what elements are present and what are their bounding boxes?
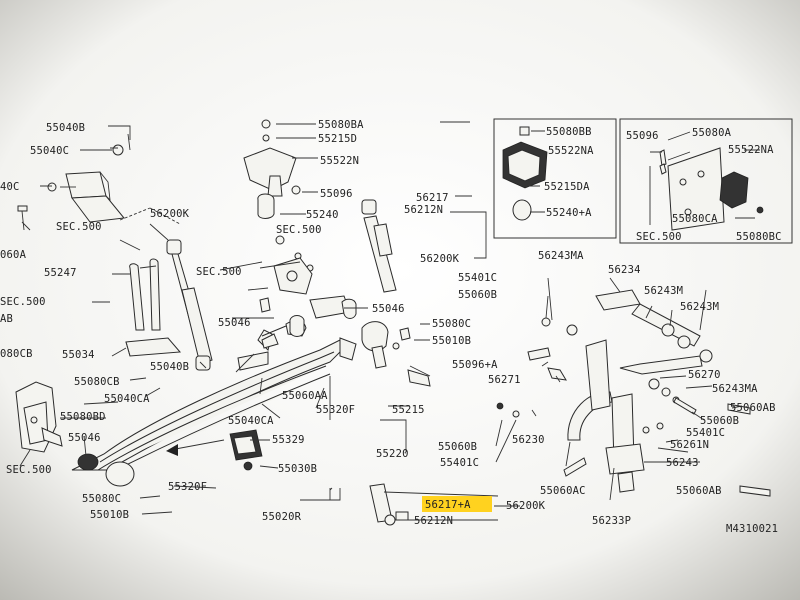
spring-seat-left xyxy=(125,337,182,357)
label-55320f-b: 55320F xyxy=(168,481,207,493)
label-56212n-low: 56212N xyxy=(414,515,453,527)
label-55046-a: 55046 xyxy=(68,432,101,444)
label-56271: 56271 xyxy=(488,374,521,386)
label-55320f-a: 55320F xyxy=(316,404,355,416)
label-55034: 55034 xyxy=(62,349,95,361)
center-bolt-arrow xyxy=(166,439,225,456)
label-sec500-d: SEC.500 xyxy=(276,224,322,236)
label-55080a: 55080A xyxy=(692,127,732,139)
label-55060ab-a: 55060AB xyxy=(730,402,776,414)
label-56217-a-highlighted: 56217+A xyxy=(425,499,471,511)
label-55240-a: 55240+A xyxy=(546,207,592,219)
label-55240: 55240 xyxy=(306,209,339,221)
label-080cb: 080CB xyxy=(0,348,33,360)
label-55020r: 55020R xyxy=(262,511,302,523)
u-bolt-left xyxy=(129,258,161,331)
shock-absorber-left xyxy=(166,239,213,371)
label-55010b-left: 55010B xyxy=(90,509,129,521)
label-sec500-f: SEC.500 xyxy=(636,231,682,243)
label-55060ab-b: 55060AB xyxy=(676,485,722,497)
label-ab: AB xyxy=(0,313,13,325)
stabilizer-bar xyxy=(496,289,771,497)
label-sec500-e: SEC.500 xyxy=(196,266,242,278)
label-55080cb: 55080CB xyxy=(74,376,120,388)
label-55080bd: 55080BD xyxy=(60,411,106,423)
label-55046-b: 55046 xyxy=(372,303,405,315)
spring-pin-bracket-mid xyxy=(259,235,357,349)
label-55040c: 55040C xyxy=(30,145,69,157)
label-sec500-b: SEC.500 xyxy=(0,296,46,308)
label-55040b-mid: 55040B xyxy=(150,361,189,373)
shackle-link-55215 xyxy=(361,321,431,387)
diagram-code: M4310021 xyxy=(726,523,778,535)
label-55401c-mid: 55401C xyxy=(440,457,479,469)
shock-absorber-mid xyxy=(361,199,397,293)
label-55060b-mid: 55060B xyxy=(438,441,477,453)
label-56243ma-b: 56243MA xyxy=(712,383,758,395)
label-55215d: 55215D xyxy=(318,133,357,145)
label-56200k-left: 56200K xyxy=(150,208,190,220)
label-55060ac: 55060AC xyxy=(540,485,586,497)
label-55329: 55329 xyxy=(272,434,305,446)
label-55040ca-mid: 55040CA xyxy=(228,415,274,427)
label-55522na-b: 55522NA xyxy=(728,144,774,156)
spring-bumper-block xyxy=(229,429,263,471)
label-55220: 55220 xyxy=(376,448,409,460)
label-55096-a: 55096 xyxy=(320,188,353,200)
label-56217: 56217 xyxy=(416,192,449,204)
label-56200k-low: 56200K xyxy=(506,500,546,512)
label-55096-a-plus: 55096+A xyxy=(452,359,498,371)
leaf-spring-main xyxy=(71,339,347,487)
label-55215da: 55215DA xyxy=(544,181,590,193)
label-40c: 40C xyxy=(0,181,20,193)
label-56261n: 56261N xyxy=(670,439,709,451)
label-55060b-right: 55060B xyxy=(458,289,497,301)
label-sec500-c: SEC.500 xyxy=(6,464,52,476)
label-55215: 55215 xyxy=(392,404,425,416)
label-56212n: 56212N xyxy=(404,204,443,216)
label-55030b: 55030B xyxy=(278,463,317,475)
inset-box-front-bracket xyxy=(493,118,617,239)
label-55522n: 55522N xyxy=(320,155,359,167)
label-56200k-mid: 56200K xyxy=(420,253,460,265)
label-55080ba: 55080BA xyxy=(318,119,364,131)
label-55080ca: 55080CA xyxy=(672,213,718,225)
highlight-56217-a xyxy=(422,496,492,512)
label-56233p: 56233P xyxy=(592,515,631,527)
label-55046-c: 55046 xyxy=(218,317,251,329)
frame-rail-left xyxy=(17,125,131,231)
label-55522na: 55522NA xyxy=(548,145,594,157)
label-56243m-a: 56243M xyxy=(644,285,683,297)
shock-absorber-low xyxy=(369,483,409,526)
label-55401c-right: 55401C xyxy=(458,272,497,284)
label-55060b-rr: 55060B xyxy=(700,415,739,427)
inset-box-rear-bracket xyxy=(619,118,793,244)
label-55096-b: 55096 xyxy=(626,130,659,142)
label-55247: 55247 xyxy=(44,267,77,279)
label-56270: 56270 xyxy=(688,369,721,381)
upper-bracket-55522n xyxy=(243,119,318,219)
label-sec500-a: SEC.500 xyxy=(56,221,102,233)
leader-lines xyxy=(19,121,743,521)
label-55060aa: 55060AA xyxy=(282,390,328,402)
label-55010b-mid: 55010B xyxy=(432,335,471,347)
label-56243: 56243 xyxy=(666,457,699,469)
label-56243ma: 56243MA xyxy=(538,250,584,262)
callout-labels: 55040B 55040C 40C SEC.500 060A 55247 SEC… xyxy=(0,119,782,535)
label-060a: 060A xyxy=(0,249,27,261)
label-56243m-b: 56243M xyxy=(680,301,719,313)
label-56234: 56234 xyxy=(608,264,641,276)
label-55040b: 55040B xyxy=(46,122,85,134)
front-hanger-bracket xyxy=(15,381,63,453)
label-55080bc: 55080BC xyxy=(736,231,782,243)
label-55040ca: 55040CA xyxy=(104,393,150,405)
label-55401c-rr: 55401C xyxy=(686,427,725,439)
label-55080c-left: 55080C xyxy=(82,493,121,505)
label-55080bb: 55080BB xyxy=(546,126,592,138)
label-55080c-mid: 55080C xyxy=(432,318,471,330)
label-56230: 56230 xyxy=(512,434,545,446)
